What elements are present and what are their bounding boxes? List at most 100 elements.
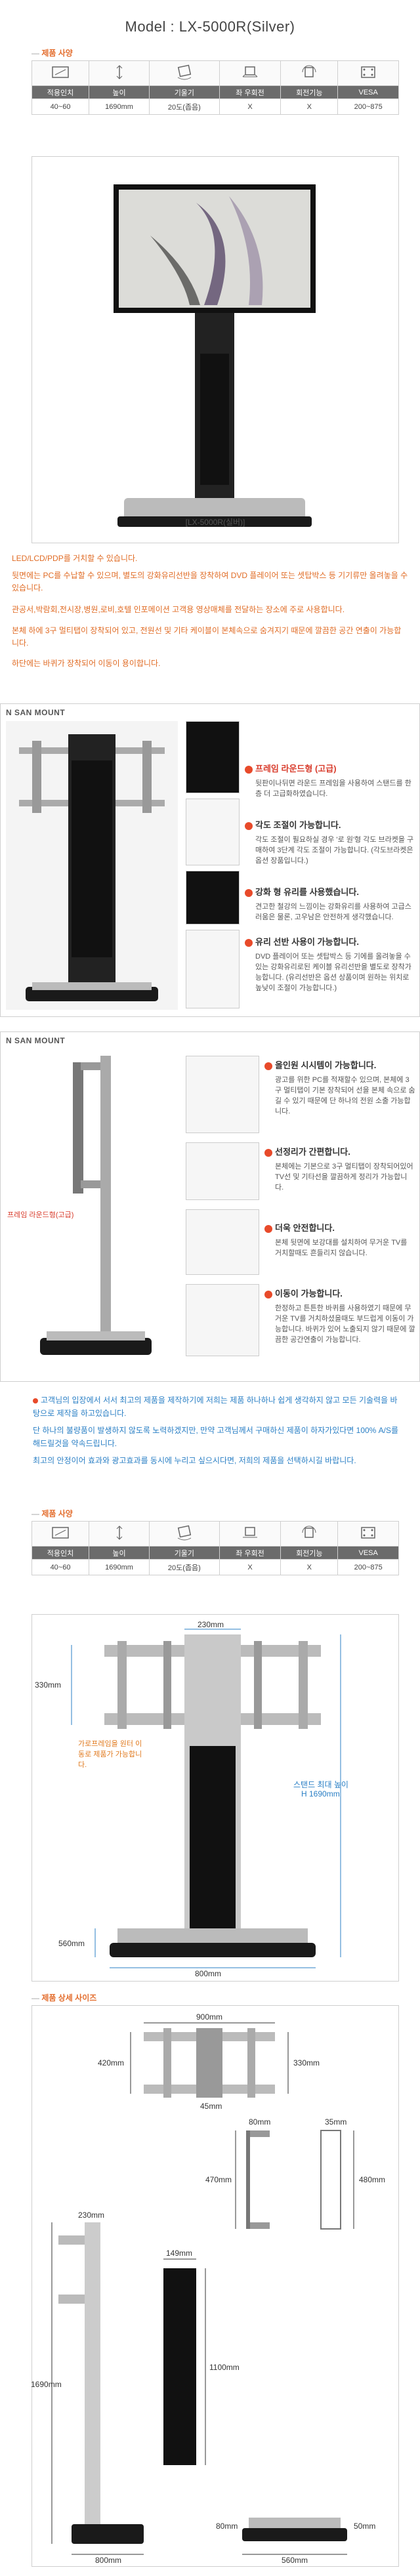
swivel-icon [219,60,282,86]
bullet-icon [33,1398,38,1403]
rotate-icon [280,1521,339,1547]
spec-header: VESA [337,1546,399,1560]
stand-back-image [6,721,178,1010]
vesa-icon [337,60,399,86]
dim-side-right: 35mm [325,2117,347,2127]
dim-frame-height-2: 330mm [293,2058,320,2067]
spec-value: 40~60 [31,1559,90,1575]
spec-header: 좌 우회전 [219,1546,282,1560]
spec-header: VESA [337,85,399,99]
dim-side-height-2: 480mm [359,2175,386,2184]
spec-value: X [280,98,339,115]
swivel-icon [219,1521,282,1547]
spec-header: 기울기 [148,85,220,99]
intro-line-4: 본체 하에 3구 멀티탭이 장착되어 있고, 전원선 및 기타 케이블이 본체속… [12,626,402,648]
dim-total-height: 1690mm [31,2380,62,2389]
dim-frame-height: 420mm [98,2058,125,2067]
bullet-icon [245,821,253,830]
spec-value: 20도(좁음) [148,98,220,115]
product-caption: [LX-5000R(실버)] [185,518,245,527]
spec-value: 1690mm [89,1559,150,1575]
dim-side-height: 470mm [205,2175,232,2184]
intro-line-5: 하단에는 바퀴가 장착되어 이동이 용이합니다. [12,659,161,668]
rotate-icon [280,60,339,86]
stand-front-dimension-image [71,1629,341,1968]
tilt-icon [148,1521,220,1547]
bullet-icon [245,765,253,774]
bullet-icon [264,1224,272,1233]
dim-frame-mid: 45mm [200,2102,222,2111]
bullet-icon [264,1148,272,1157]
bullet-icon [264,1290,272,1298]
feature-item: 이동이 가능합니다. 한정하고 튼튼한 바퀴를 사용하였기 때문에 무거운 TV… [264,1287,415,1345]
spec-header: 높이 [89,1546,150,1560]
spec-value: X [219,1559,282,1575]
dimension-diagram-2: 900mm 420mm 330mm 45mm 80mm 470mm 35mm 4… [31,2005,399,2567]
intro-line-1: LED/LCD/PDP를 거치할 수 있습니다. [12,554,138,563]
product-photo-frame: [LX-5000R(실버)] [32,156,399,543]
dim-top: 230mm [198,1620,224,1629]
section-label-spec-2: — 제품 사양 [32,1509,73,1518]
spec-header: 회전기능 [280,1546,339,1560]
notice-line-1: 고객님의 입장에서 서서 최고의 제품을 제작하기에 저희는 제품 하나하나 쉽… [33,1396,398,1418]
feature-block-2: N SAN MOUNT 프레임 라운드형(고급) 올인원 시시템이 가능합니다.… [0,1031,420,1382]
intro-line-2: 뒷면에는 PC를 수납할 수 있으며, 별도의 강화유리선반을 장착하여 DVD… [12,571,408,592]
feature-thumb-multitap [186,1142,259,1200]
feature-thumb-tilt [186,799,240,865]
spec-value: X [280,1559,339,1575]
spec-table: 적용인치 높이 기울기 좌 우회전 회전기능 VESA 40~60 1690mm… [31,60,399,115]
stand-side-image [40,1056,152,1355]
feature-thumb-allinone [186,1056,259,1133]
feature-thumb-glass [186,871,240,924]
feature-item: 각도 조절이 가능합니다. 각도 조절이 필요하실 경우 '로 원'형 각도 브… [245,818,415,866]
dim-mast-top: 230mm [78,2211,105,2220]
feature-item: 선정리가 간편합니다. 본체에는 기본으로 3구 멀티탭이 장착되어있어 TV선… [264,1145,415,1193]
spec-header: 좌 우회전 [219,85,282,99]
notice-line-2: 단 하나의 불량품이 발생하지 않도록 노력하겠지만, 만약 고객님께서 구매하… [33,1426,399,1448]
spec-header: 기울기 [148,1546,220,1560]
block-1-label: N SAN MOUNT [6,708,66,717]
product-stand-image [114,184,316,527]
dim-base-left: 80mm [216,2522,238,2531]
dim-base-depth: 560mm [58,1939,85,1948]
dim-side-top: 80mm [249,2117,271,2127]
spec-value: 200~875 [337,1559,399,1575]
tv-size-icon [31,60,90,86]
spec-value: 40~60 [31,98,90,115]
feature-thumb-shelf [186,930,240,1008]
dim-frame-width: 900mm [196,2012,223,2022]
bullet-icon [245,938,253,947]
height-icon [89,60,150,86]
dim-pole-height: 1100mm [209,2363,240,2372]
stand-detail-dimension-image [51,2022,354,2555]
page-title: Model : LX-5000R(Silver) [125,18,295,35]
dim-height-value: H 1690mm [301,1789,340,1798]
spec-value: 200~875 [337,98,399,115]
dim-height-label: 스탠드 최대 높이 [293,1780,348,1789]
bullet-icon [264,1062,272,1070]
dim-frame-height: 330mm [35,1680,62,1690]
feature-thumb-frame [186,721,240,793]
spec-value: X [219,98,282,115]
spec-table-2: 적용인치 높이 기울기 좌 우회전 회전기능 VESA 40~60 1690mm… [31,1521,399,1575]
dim-base-width: 800mm [195,1969,222,1978]
pc-note: 가로프레임을 원터 이동로 제품가 가능합니다. [78,1740,142,1769]
dim-base-width: 800mm [95,2556,122,2565]
feature-thumb-wheels [186,1284,259,1356]
dim-pole-width: 149mm [166,2249,193,2258]
feature-item: 올인원 시시템이 가능합니다. 광고를 위한 PC를 적재할수 있으며, 본체에… [264,1058,415,1117]
feature-item: 강화 형 유리를 사용했습니다. 견고한 철강의 느낌이는 강화유리를 사용하여… [245,885,415,923]
feature-item: 유리 선반 사용이 가능합니다. DVD 플레이어 또는 셋탑박스 등 기에를 … [245,935,415,993]
spec-header: 회전기능 [280,85,339,99]
spec-value: 20도(좁음) [148,1559,220,1575]
bullet-icon [245,888,253,897]
feature-item: 더욱 안전합니다. 본체 뒷면에 보강대를 설치하여 무거운 TV를 거치할때도… [264,1221,415,1258]
tv-size-icon [31,1521,90,1547]
dimension-diagram-1: 230mm 330mm 스탠드 최대 높이 H 1690mm 가로프레임을 원터… [32,1614,399,1982]
notice-line-3: 최고의 안정이어 효과와 광고효과를 동시에 누리고 싶으시다면, 저희의 제품… [33,1456,356,1465]
spec-value: 1690mm [89,98,150,115]
frame-round-label: 프레임 라운드형(고급) [7,1211,74,1219]
section-label-detail: — 제품 상세 사이즈 [32,1993,97,2003]
feature-thumb-support [186,1209,259,1275]
tilt-icon [148,60,220,86]
